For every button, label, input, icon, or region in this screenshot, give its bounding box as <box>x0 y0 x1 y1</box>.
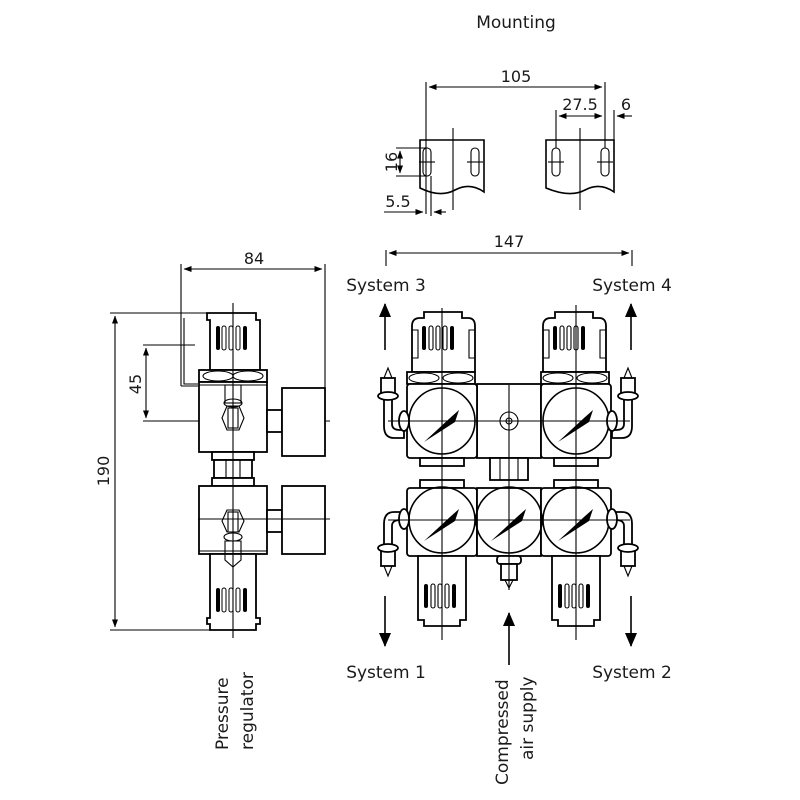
front-view: 147 System 3 System 4 System 1 System 2 <box>346 232 672 785</box>
compressed-air-label-line2: air supply <box>518 676 538 760</box>
side-view: 84 190 45 <box>94 249 330 750</box>
dim-5-5: 5.5 <box>385 192 410 211</box>
dim-147: 147 <box>494 232 525 251</box>
upper-right-knob <box>542 311 607 373</box>
dim-84: 84 <box>244 249 264 268</box>
pressure-regulator-label-line1: Pressure <box>213 677 233 750</box>
system-3-label: System 3 <box>346 276 426 296</box>
system-4-label: System 4 <box>592 276 672 296</box>
left-bracket <box>419 139 485 195</box>
mounting-detail: 105 27.5 6 16 5.5 <box>382 67 632 216</box>
system-1-label: System 1 <box>346 663 426 683</box>
compressed-air-label-line1: Compressed <box>493 679 513 785</box>
dim-6: 6 <box>621 95 631 114</box>
upper-left-knob <box>411 311 476 373</box>
dim-105: 105 <box>501 67 532 86</box>
lower-gauge-side <box>281 485 326 555</box>
dim-45: 45 <box>126 374 145 394</box>
upper-gauge-side <box>281 387 326 457</box>
mounting-title: Mounting <box>476 13 556 33</box>
fitting-system-1 <box>377 508 410 578</box>
fitting-system-3 <box>377 366 410 439</box>
dim-190: 190 <box>94 456 113 487</box>
dim-16: 16 <box>382 152 401 172</box>
system-2-label: System 2 <box>592 663 672 683</box>
dim-27-5: 27.5 <box>562 95 598 114</box>
right-bracket <box>545 139 615 195</box>
pressure-regulator-label-line2: regulator <box>238 672 258 750</box>
